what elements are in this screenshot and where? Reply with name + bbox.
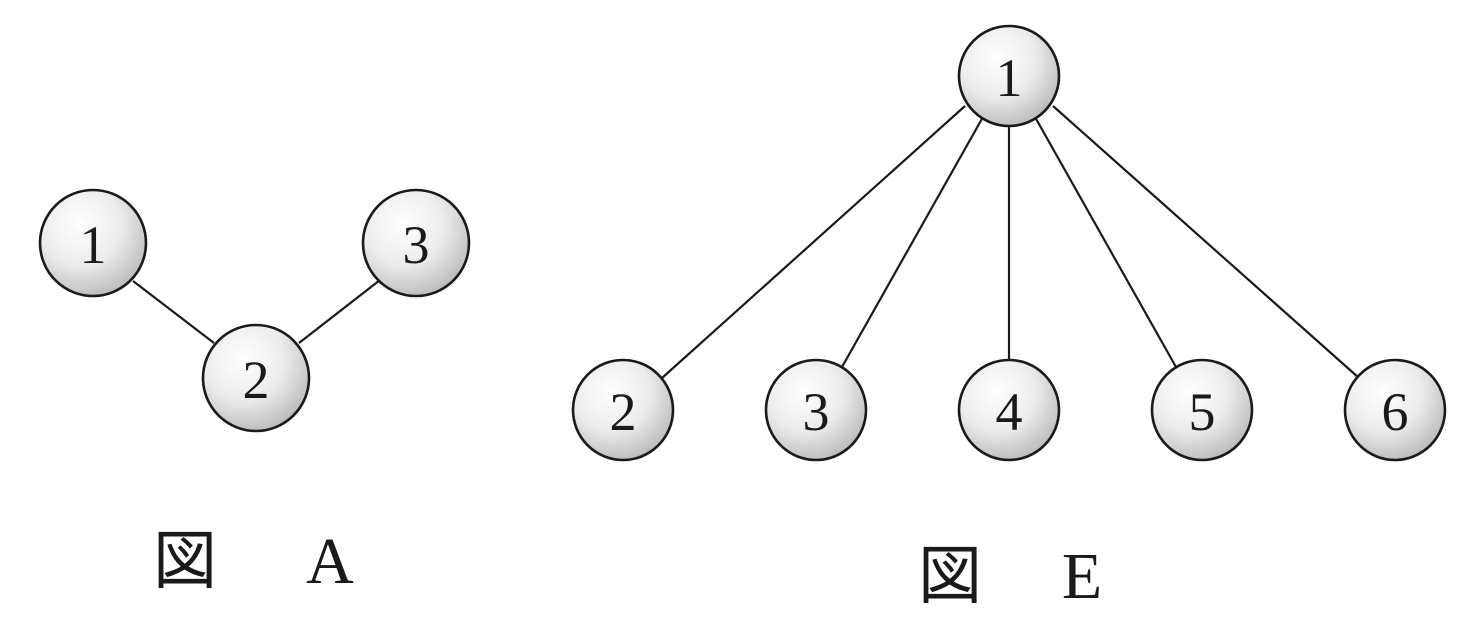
figure-e-node-5: 5: [1150, 358, 1254, 462]
node-label: 6: [1382, 382, 1409, 442]
node-circle: [38, 188, 148, 298]
figure-e: 1 2 3 4 5 6 図 E: [571, 24, 1447, 614]
figure-a-caption: 図 A: [153, 525, 354, 599]
node-circle: [764, 358, 868, 462]
caption-prefix: 図: [918, 540, 982, 614]
node-circle: [1150, 358, 1254, 462]
figure-e-node-3: 3: [764, 358, 868, 462]
node-label: 1: [996, 48, 1023, 108]
figure-a-edges: [132, 279, 381, 344]
node-circle: [571, 358, 675, 462]
caption-letter: E: [1062, 540, 1102, 613]
node-label: 5: [1189, 382, 1216, 442]
edge-e-1-3: [841, 116, 984, 368]
edge-a-1-2: [132, 280, 215, 344]
node-label: 4: [996, 382, 1023, 442]
figure-e-node-2: 2: [571, 358, 675, 462]
node-label: 2: [243, 350, 270, 410]
node-circle: [957, 358, 1061, 462]
figure-e-node-4: 4: [957, 358, 1061, 462]
node-circle: [957, 24, 1061, 128]
figure-e-node-6: 6: [1343, 358, 1447, 462]
figure-e-node-1: 1: [957, 24, 1061, 128]
node-circle: [361, 188, 471, 298]
edge-e-1-5: [1034, 116, 1177, 368]
figure-a: 1 2 3 図 A: [38, 188, 471, 599]
figure-a-node-2: 2: [201, 323, 311, 433]
node-label: 1: [80, 215, 107, 275]
node-label: 3: [803, 382, 830, 442]
figure-a-node-3: 3: [361, 188, 471, 298]
edge-e-1-2: [661, 105, 966, 379]
caption-prefix: 図: [153, 525, 217, 599]
edge-e-1-6: [1052, 105, 1360, 379]
figure-a-node-1: 1: [38, 188, 148, 298]
figure-e-caption: 図 E: [918, 540, 1102, 614]
node-label: 3: [403, 215, 430, 275]
node-circle: [1343, 358, 1447, 462]
node-circle: [201, 323, 311, 433]
caption-letter: A: [306, 525, 354, 598]
edge-a-2-3: [298, 279, 381, 344]
node-label: 2: [610, 382, 637, 442]
figure-e-edges: [661, 105, 1360, 379]
